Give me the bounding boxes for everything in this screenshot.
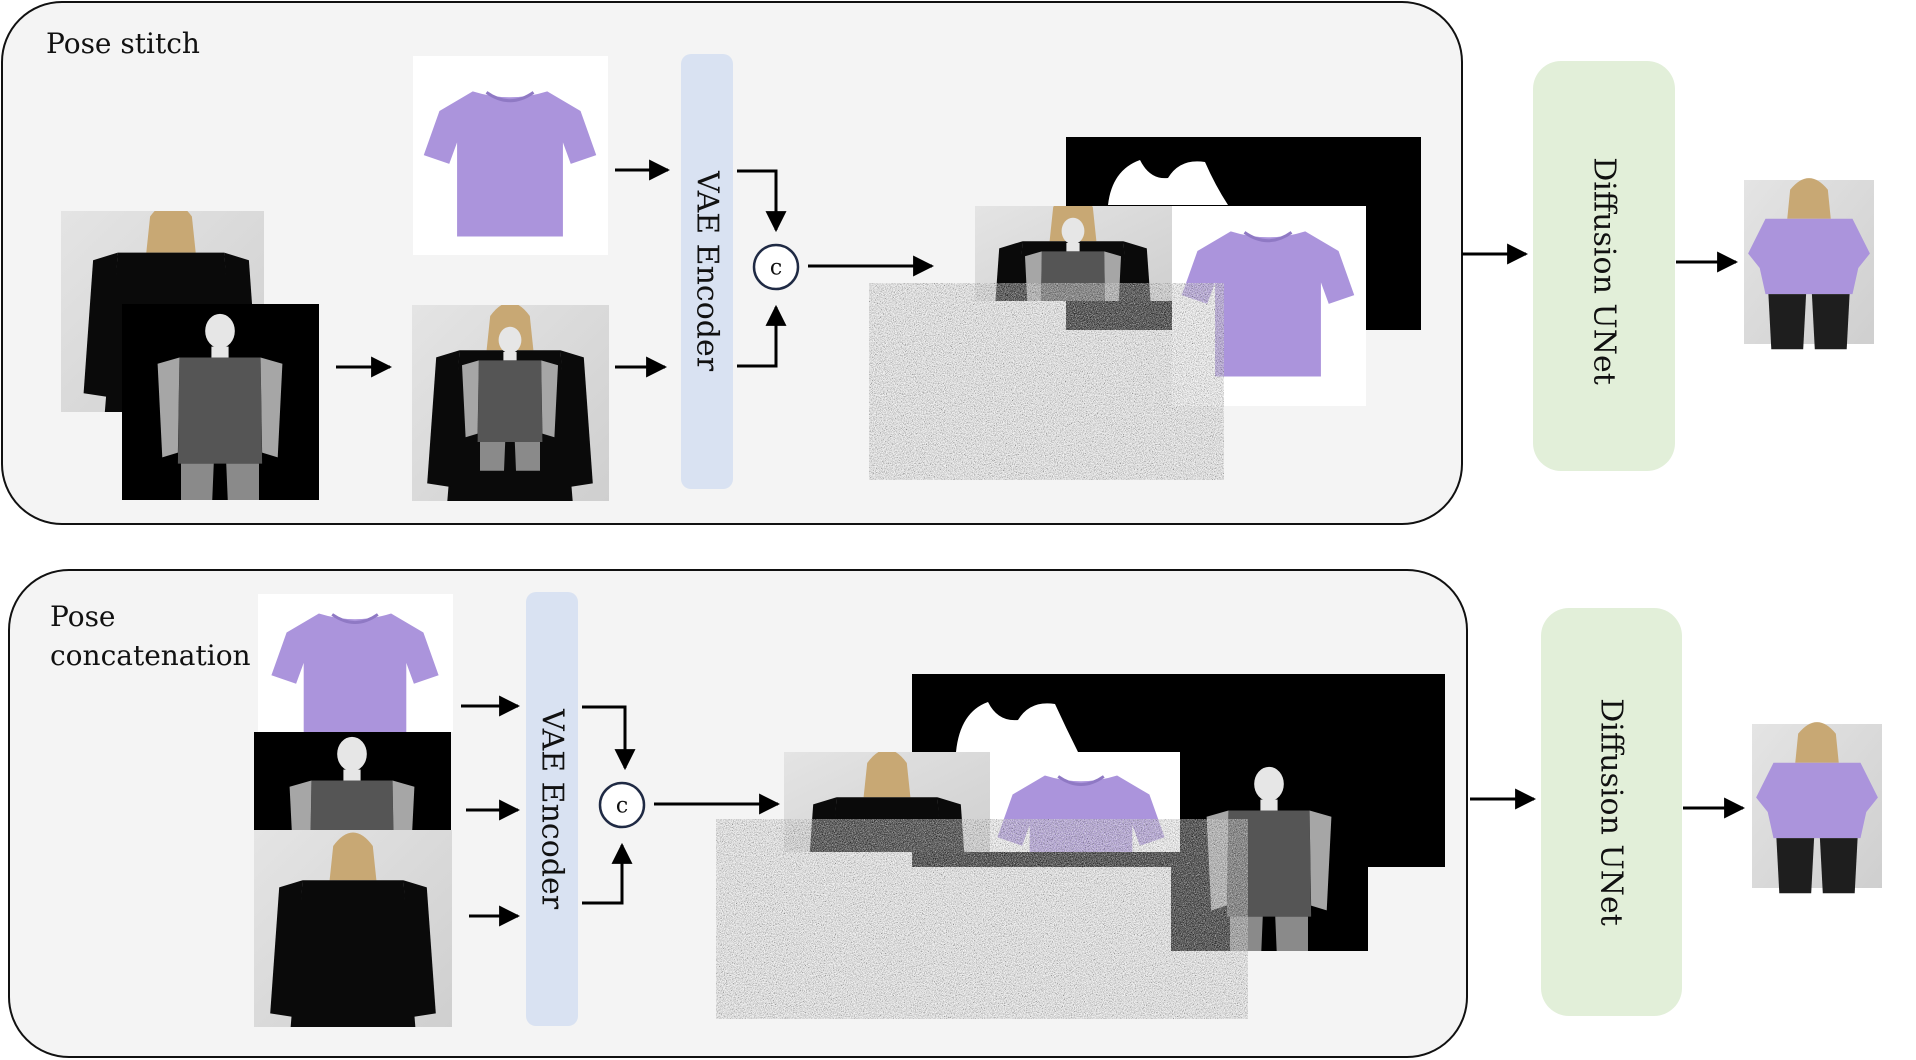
latent-stack [716, 674, 1445, 1019]
mask-shape [1108, 160, 1228, 205]
diffusion-unet-block: Diffusion UNet [1541, 608, 1682, 1016]
concat-symbol: c [752, 243, 800, 291]
concat-symbol-label: c [770, 256, 782, 281]
concat-symbol: c [598, 781, 646, 829]
vae-encoder-block: VAE Encoder [526, 592, 578, 1026]
garment-image [258, 594, 453, 756]
diffusion-unet-label: Diffusion UNet [1594, 698, 1629, 926]
panel-title: Pose stitch [46, 27, 200, 60]
pose-concatenation-panel: Pose concatenation VAE Encoder [8, 569, 1537, 1058]
latent-stack [869, 137, 1421, 480]
output-image [1744, 178, 1874, 350]
output-image [1752, 722, 1882, 894]
arrow [582, 842, 633, 905]
concat-symbol-label: c [616, 794, 628, 819]
noise-layer [716, 819, 1248, 1019]
garment-image [413, 56, 608, 255]
diffusion-unet-label: Diffusion UNet [1587, 157, 1622, 385]
person-image [254, 830, 452, 1027]
mask-shape [956, 702, 1078, 752]
vae-encoder-label: VAE Encoder [690, 170, 725, 372]
parse-map-image [254, 732, 451, 830]
pose-stitch-panel: Pose stitch [1, 1, 1529, 525]
panel-title-line1: Pose [50, 600, 116, 633]
diffusion-unet-block: Diffusion UNet [1533, 61, 1675, 471]
vae-encoder-label: VAE Encoder [535, 708, 570, 910]
panel-title-line2: concatenation [50, 639, 251, 672]
noise-layer [869, 283, 1224, 480]
arrow [737, 304, 787, 368]
stitched-person-image [412, 305, 609, 501]
arrow [582, 705, 636, 771]
vae-encoder-block: VAE Encoder [681, 54, 733, 489]
parse-map-image [122, 304, 319, 500]
arrow [737, 169, 787, 233]
